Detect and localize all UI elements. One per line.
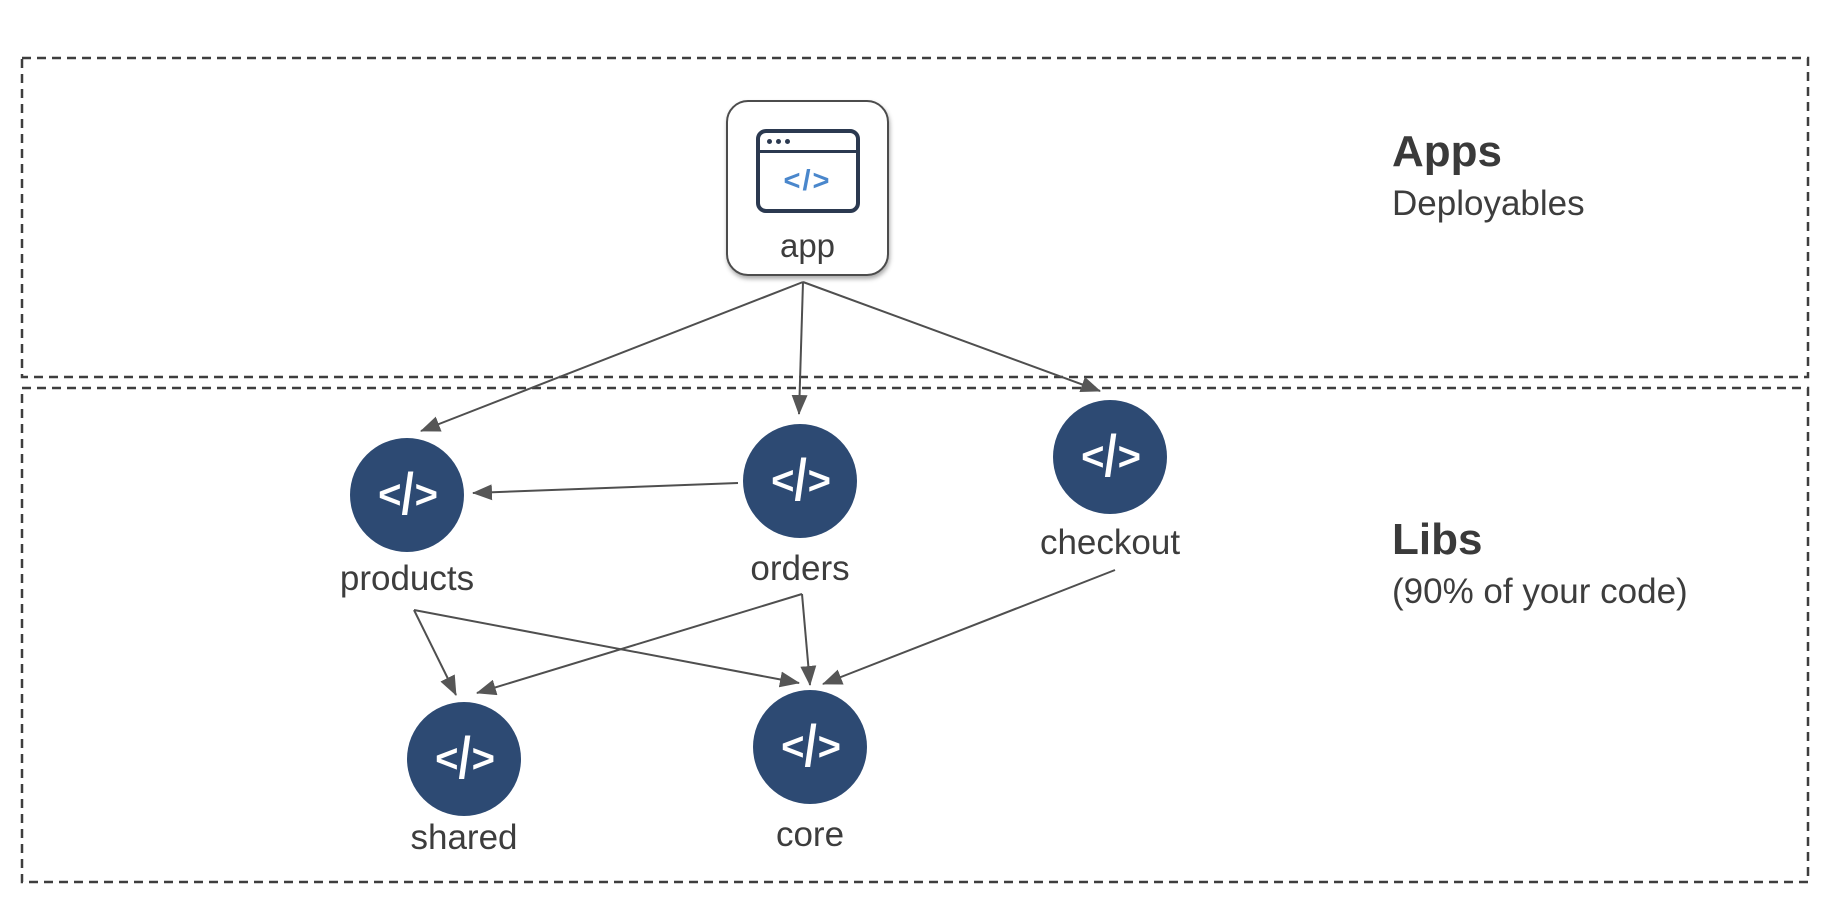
- code-icon-circle-shared: </>: [407, 702, 521, 816]
- libs-region-label: Libs (90% of your code): [1392, 514, 1688, 614]
- browser-code-icon: </>: [755, 129, 860, 213]
- edge-app-to-orders: [791, 281, 808, 415]
- browser-titlebar: [759, 133, 856, 153]
- code-icon: </>: [771, 449, 831, 513]
- node-label-checkout: checkout: [1039, 523, 1181, 562]
- code-icon: </>: [378, 463, 438, 527]
- node-label-app: app: [779, 227, 836, 264]
- browser-dot: [784, 139, 790, 144]
- libs-region-title: Libs: [1392, 515, 1483, 564]
- code-icon: </>: [781, 715, 841, 779]
- edge-products-to-core: [413, 609, 800, 688]
- code-icon-circle-core: </>: [753, 690, 867, 804]
- edge-app-to-checkout: [802, 281, 1101, 392]
- code-icon: </>: [435, 727, 495, 791]
- browser-dot: [775, 139, 781, 144]
- node-app: </> app: [726, 100, 889, 276]
- apps-region-label: Apps Deployables: [1392, 126, 1585, 226]
- edge-orders-to-products: [472, 482, 739, 501]
- edge-products-to-shared: [413, 609, 457, 696]
- code-icon: </>: [1081, 425, 1141, 489]
- apps-region-title: Apps: [1392, 127, 1502, 176]
- node-label-products: products: [339, 559, 475, 598]
- libs-region-subtitle: (90% of your code): [1392, 571, 1688, 611]
- edge-checkout-to-core: [822, 569, 1116, 685]
- code-icon-circle-checkout: </>: [1053, 400, 1167, 514]
- libs-region-border: [20, 386, 1810, 884]
- apps-region-subtitle: Deployables: [1392, 183, 1585, 223]
- browser-dot: [766, 139, 772, 144]
- edge-orders-to-shared: [476, 593, 803, 696]
- node-label-core: core: [775, 815, 845, 854]
- apps-region-border: [20, 56, 1810, 379]
- code-glyph-blue: </>: [783, 164, 832, 197]
- node-label-orders: orders: [750, 549, 850, 588]
- edge-app-to-products: [420, 281, 804, 432]
- code-icon-circle-orders: </>: [743, 424, 857, 538]
- edge-orders-to-core: [800, 593, 817, 686]
- node-label-shared: shared: [410, 818, 518, 857]
- code-icon-circle-products: </>: [350, 438, 464, 552]
